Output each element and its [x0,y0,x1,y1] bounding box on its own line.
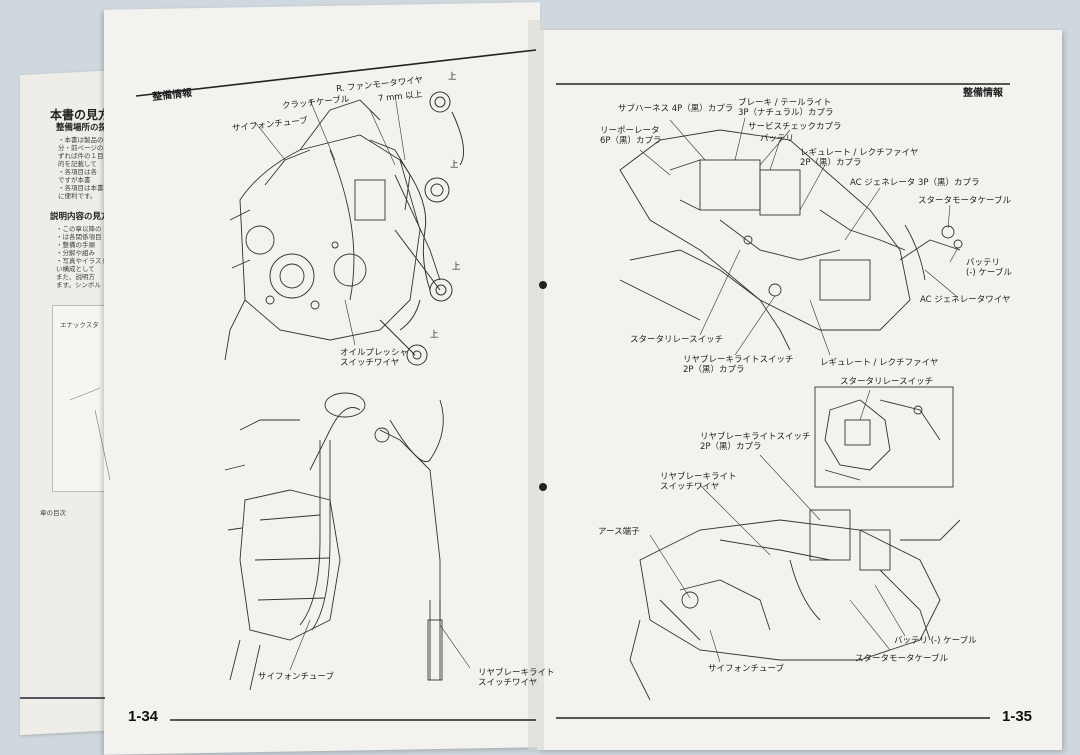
label-oil-pressure: スイッチワイヤ [340,358,400,368]
back-line: に便利です。 [58,192,97,200]
back-page-title: 本書の見方 [50,108,111,122]
label-earth-terminal: アース端子 [598,527,640,537]
right-page [537,30,1062,750]
label-ac-gen-3p: AC ジェネレータ 3P（黒）カプラ [850,178,980,188]
label-up: 上 [430,330,439,340]
back-line: ですが本書 [58,176,91,184]
label-up: 上 [448,72,457,82]
back-line: ます。シンボル [56,281,101,289]
label-oil-pressure: オイルプレッシャ [340,348,409,358]
back-line: ・本書は製品の各 [58,136,110,144]
back-chapter-label: 章の目次 [40,509,66,517]
label-up: 上 [452,262,461,272]
back-line: また、説明方 [56,273,95,281]
label-rear-brake-wire: リヤブレーキライト [660,472,737,482]
back-line: ・分解や組み [56,249,95,257]
left-page-number: 1-34 [128,708,159,725]
label-siphon-tube: サイフォンチューブ [708,664,784,674]
label-ac-gen-wire: AC ジェネレータワイヤ [920,295,1011,305]
back-section1-heading: 整備場所の探し方 [56,123,125,133]
back-line: い構成として [56,265,95,273]
back-line: ・写真やイラスト [56,257,108,265]
back-mini-title: エナックスタ [60,321,99,329]
label-rear-brake-light: スイッチワイヤ [478,678,538,688]
back-line: ・は各関係項目 [56,233,102,241]
label-battery-minus-cable: バッテリ (-) ケーブル [894,636,977,646]
label-rear-brake-wire: スイッチワイヤ [660,482,720,492]
label-battery: バッテリ [760,134,795,144]
label-starter-relay: スタータリレースイッチ [630,335,724,345]
right-page-header: 整備情報 [963,88,1003,99]
label-rear-brake-switch-c: リヤブレーキライトスイッチ [700,432,811,442]
label-battery-minus: バッテリ [966,258,1001,268]
back-line: 分・前ページの目 [58,144,110,152]
label-sub-harness: サブハーネス 4P（黒）カプラ [618,104,734,114]
label-service-check: サービスチェックカプラ [748,122,842,132]
label-reservoir: リーポーレータ [600,126,660,136]
label-up: 上 [450,160,459,170]
label-reg-rect-b: レギュレート / レクチファイヤ [820,358,939,368]
back-line: 的を記載して [58,160,97,168]
back-line: ずれば件の１目 [58,152,104,160]
label-brake-tail: ブレーキ / テールライト [738,98,832,108]
label-starter-motor-cable-b: スタータモータケーブル [855,654,948,664]
label-siphon-tube-bottom: サイフォンチューブ [258,672,334,682]
back-line: ・整備の手順 [56,241,95,249]
label-battery-minus: (-) ケーブル [966,268,1012,278]
right-page-number: 1-35 [1002,708,1033,725]
label-starter-motor-cable: スタータモータケーブル [918,196,1011,206]
label-rear-brake-switch: リヤブレーキライトスイッチ [683,355,794,365]
back-line: ・各項目は各 [58,168,97,176]
label-starter-relay-b: スタータリレースイッチ [840,377,934,387]
back-line: ・この章以降の [56,225,102,233]
back-section2-heading: 説明内容の見方 [50,212,110,222]
label-rear-brake-light: リヤブレーキライト [478,668,555,678]
label-reservoir: 6P（黒）カプラ [600,136,662,146]
label-reg-rect: レギュレート / レクチファイヤ [800,148,919,158]
label-brake-tail: 3P（ナチュラル）カプラ [738,108,834,118]
label-reg-rect: 2P（黒）カプラ [800,158,862,168]
label-rear-brake-switch: 2P（黒）カプラ [683,365,745,375]
label-rear-brake-switch-c: 2P（黒）カプラ [700,442,762,452]
back-line: ・各項目は本書 [58,184,104,192]
